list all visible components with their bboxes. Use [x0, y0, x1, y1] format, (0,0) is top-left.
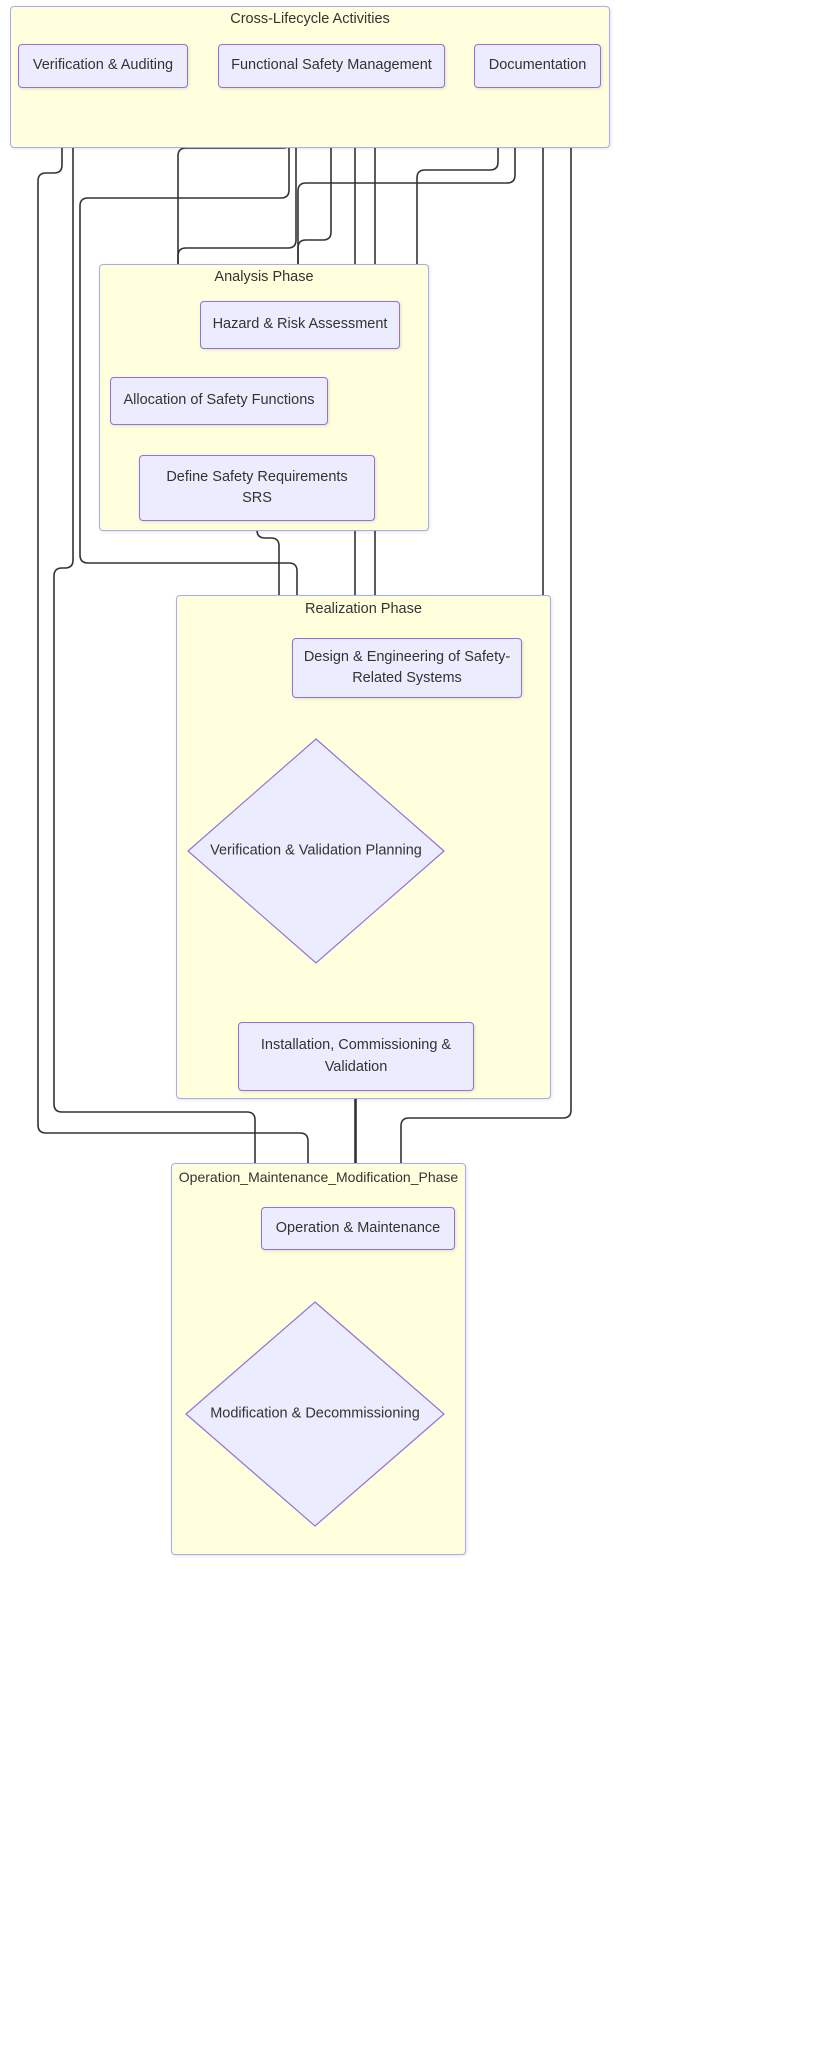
node-functional-safety-management-label: Functional Safety Management — [231, 57, 432, 74]
cluster-operation-phase-title: Operation_Maintenance_Modification_Phase — [178, 1169, 459, 1185]
node-define-safety-requirements-line2: SRS — [242, 490, 272, 506]
node-allocation-safety-functions-label: Allocation of Safety Functions — [123, 392, 315, 409]
node-hazard-risk-assessment[interactable]: Hazard & Risk Assessment — [200, 301, 400, 349]
node-design-engineering-line2: Related Systems — [352, 670, 462, 686]
cluster-cross-lifecycle-title: Cross-Lifecycle Activities — [230, 11, 390, 27]
diamond-shape — [185, 1301, 445, 1527]
node-design-engineering[interactable]: Design & Engineering of Safety- Related … — [292, 638, 522, 698]
node-verification-validation-planning[interactable]: Verification & Validation Planning — [186, 737, 446, 965]
node-modification-decommissioning[interactable]: Modification & Decommissioning — [184, 1300, 446, 1528]
node-verification-auditing-label: Verification & Auditing — [32, 57, 174, 74]
node-define-safety-requirements[interactable]: Define Safety Requirements SRS — [139, 455, 375, 521]
node-documentation-label: Documentation — [488, 57, 587, 74]
cluster-analysis-phase-title: Analysis Phase — [214, 269, 314, 285]
node-allocation-safety-functions[interactable]: Allocation of Safety Functions — [110, 377, 328, 425]
cluster-realization-phase-title: Realization Phase — [305, 601, 422, 617]
node-installation-commissioning-line1: Installation, Commissioning & — [260, 1037, 452, 1054]
node-hazard-risk-assessment-label: Hazard & Risk Assessment — [212, 316, 388, 333]
diamond-shape — [187, 738, 445, 964]
node-installation-commissioning-line2: Validation — [324, 1058, 388, 1075]
node-functional-safety-management[interactable]: Functional Safety Management — [218, 44, 445, 88]
node-design-engineering-line1: Design & Engineering of Safety- — [303, 648, 511, 665]
node-define-safety-requirements-line1: Define Safety Requirements — [166, 468, 348, 485]
node-installation-commissioning[interactable]: Installation, Commissioning & Validation — [238, 1022, 474, 1091]
node-documentation[interactable]: Documentation — [474, 44, 601, 88]
node-verification-auditing[interactable]: Verification & Auditing — [18, 44, 188, 88]
node-operation-maintenance[interactable]: Operation & Maintenance — [261, 1207, 455, 1250]
node-operation-maintenance-label: Operation & Maintenance — [275, 1219, 441, 1236]
